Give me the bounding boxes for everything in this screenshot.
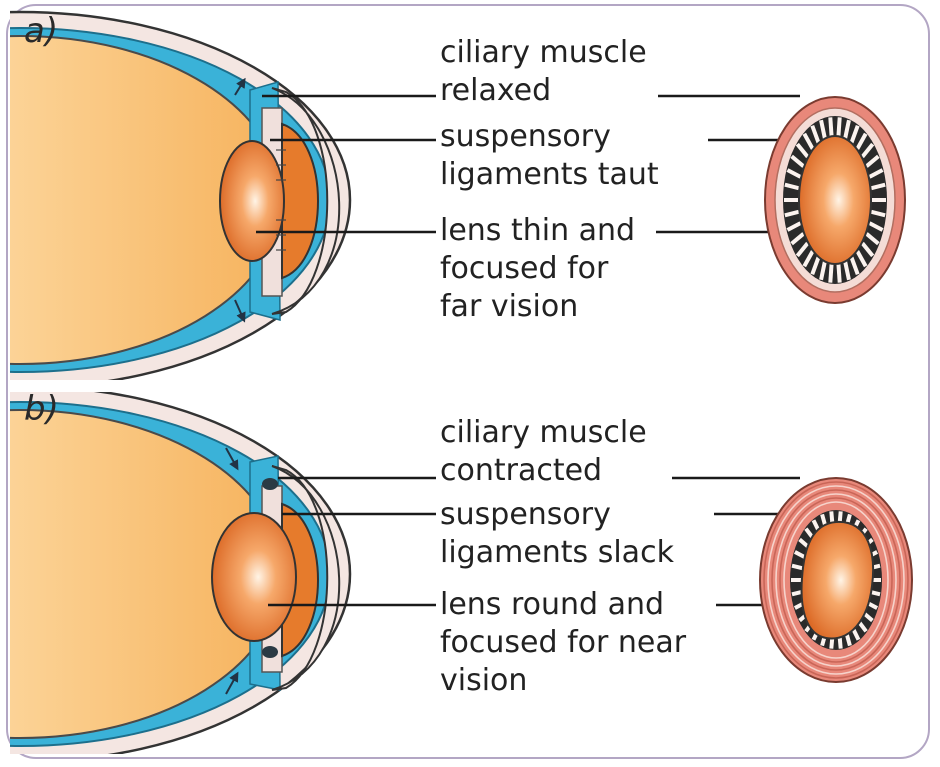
label-line: focused for near (440, 624, 686, 662)
label-suspensory-ligaments-taut: suspensory ligaments taut (440, 118, 659, 194)
ligament-spoke (830, 117, 831, 136)
label-line: ligaments slack (440, 534, 674, 572)
ligament-spoke (838, 117, 839, 136)
label-line: vision (440, 662, 686, 700)
panel-label-a: a) (24, 14, 58, 48)
label-lens-thin-far-vision: lens thin and focused for far vision (440, 212, 635, 326)
label-ciliary-muscle-contracted: ciliary muscle contracted (440, 414, 647, 490)
label-line: contracted (440, 452, 647, 490)
ligament-spoke (838, 264, 839, 283)
label-line: ligaments taut (440, 156, 659, 194)
label-line: ciliary muscle (440, 34, 647, 72)
label-line: lens thin and (440, 212, 635, 250)
label-lens-round-near-vision: lens round and focused for near vision (440, 586, 686, 700)
front-view-a (765, 97, 905, 303)
label-ciliary-muscle-relaxed: ciliary muscle relaxed (440, 34, 647, 110)
ligament-spoke (792, 566, 803, 569)
panel-label-b: b) (24, 392, 59, 426)
lens-thin-a (220, 141, 284, 261)
ligament-spoke (830, 264, 831, 283)
label-line: relaxed (440, 72, 647, 110)
lens-round-b (212, 513, 296, 641)
label-line: far vision (440, 288, 635, 326)
front-view-b (760, 478, 912, 682)
label-line: lens round and (440, 586, 686, 624)
muscle-knot-bottom-b (262, 646, 278, 658)
muscle-knot-top-b (262, 478, 278, 490)
label-suspensory-ligaments-slack: suspensory ligaments slack (440, 496, 674, 572)
label-line: suspensory (440, 118, 659, 156)
label-line: ciliary muscle (440, 414, 647, 452)
lens-front-a (799, 136, 871, 264)
label-line: focused for (440, 250, 635, 288)
eye-section-a (0, 12, 350, 388)
eye-section-b (0, 386, 350, 762)
label-line: suspensory (440, 496, 674, 534)
